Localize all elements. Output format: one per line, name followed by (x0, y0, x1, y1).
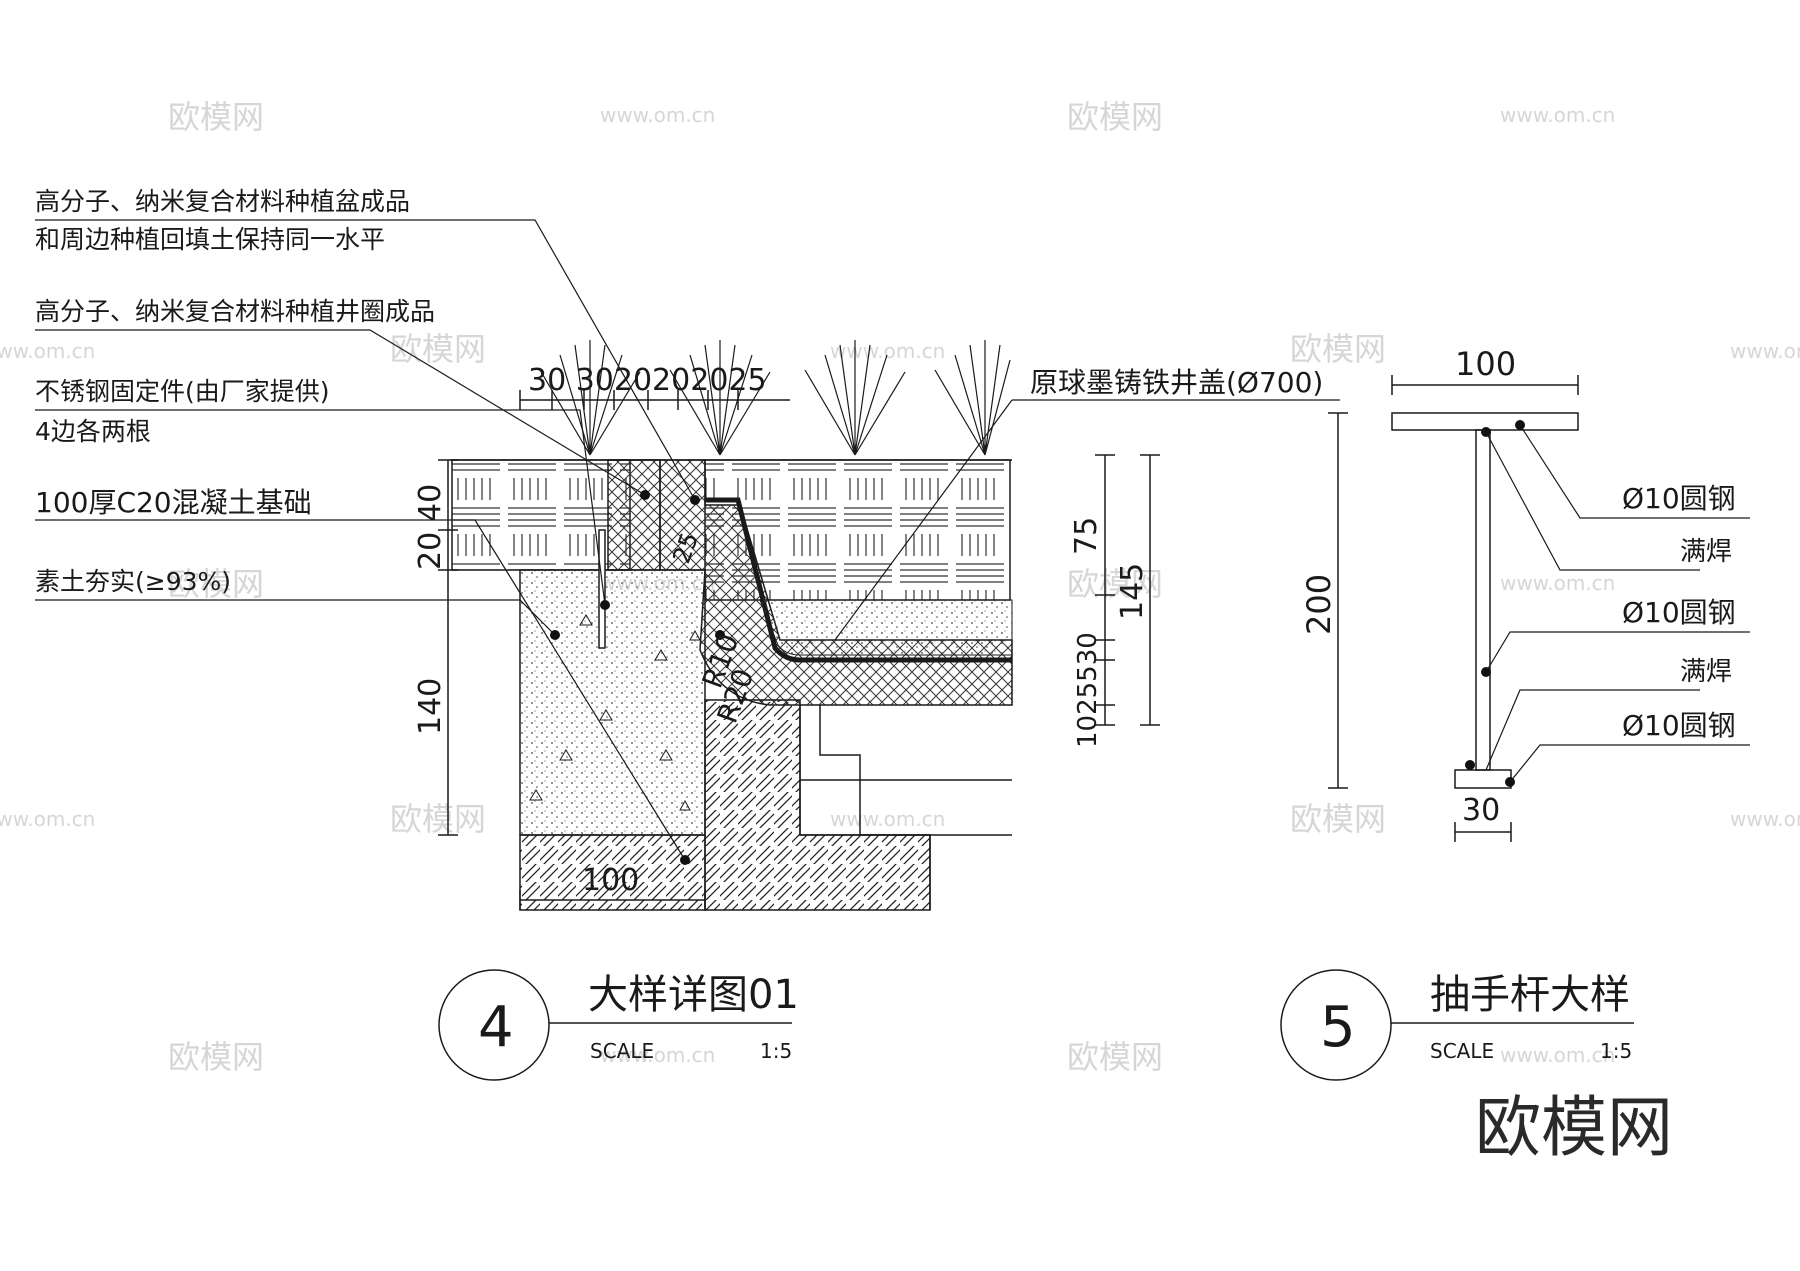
note-compacted-soil: 素土夯实(≥93%) (35, 567, 231, 596)
note-round-steel-3: Ø10圆钢 (1622, 709, 1736, 742)
top-dimension-line (1391, 375, 1579, 395)
watermark-url: www.om.cn (600, 103, 715, 127)
note-round-steel-2: Ø10圆钢 (1622, 596, 1736, 629)
left-dimension-40: 40 (413, 484, 448, 522)
handle-base (1454, 769, 1512, 789)
watermark-brand: 欧模网 (390, 800, 486, 838)
height-dimension-line (1328, 412, 1348, 789)
detail-5-notes: 100 200 30 Ø10圆钢 满焊 Ø10圆钢 满焊 Ø10圆钢 (1300, 345, 1736, 828)
bottom-dimension-line (519, 890, 706, 910)
detail-title: 抽手杆大样 (1430, 972, 1630, 1018)
top-dimension-text: 30 3020202025 (528, 363, 767, 398)
brand-logo: 欧模网 (1475, 1089, 1673, 1166)
detail-number-circle (1280, 969, 1392, 1081)
left-dimension-line (438, 459, 458, 836)
handle-top-dimension: 100 (1455, 345, 1516, 383)
watermark-url: www.om.cn (1500, 1043, 1615, 1067)
compacted-soil (519, 834, 706, 911)
detail-5-title-block (1280, 969, 1634, 1081)
watermark-brand: 欧模网 (168, 1038, 264, 1076)
watermark-brand: 欧模网 (1067, 98, 1163, 136)
right-dimension-145: 145 (1115, 563, 1150, 620)
detail-title: 大样详图01 (588, 972, 799, 1018)
watermark-url: www.om.cn (0, 807, 95, 831)
scale-value: 1:5 (1600, 1039, 1632, 1063)
watermark-url: www.om.cn (1730, 339, 1800, 363)
watermark-url: www.om.cn (1500, 571, 1615, 595)
watermark-brand: 欧模网 (390, 330, 486, 368)
right-dimension-small: 1025530 (1073, 632, 1103, 748)
handle-stem (1475, 429, 1491, 771)
right-dimension-75: 75 (1069, 517, 1104, 555)
watermark-url: www.om.cn (600, 1043, 715, 1067)
leader-lines (35, 219, 1340, 861)
concrete-aggregate (529, 614, 701, 811)
detail-number-circle (438, 969, 550, 1081)
steel-fixing-rod (598, 529, 606, 649)
note-full-weld-2: 满焊 (1680, 657, 1732, 687)
detail-number: 5 (1320, 995, 1356, 1060)
watermark-brand: 欧模网 (168, 565, 264, 603)
handle-leader-dots (1465, 420, 1525, 787)
planter-pot-liner (705, 497, 1012, 663)
scale-label: SCALE (1430, 1039, 1494, 1063)
concrete-foundation (519, 569, 706, 836)
note-two-each-side: 4边各两根 (35, 417, 151, 446)
watermark-url: www.om.cn (1500, 103, 1615, 127)
note-planter-pot: 高分子、纳米复合材料种植盆成品 (35, 187, 410, 216)
manhole-step (819, 705, 1012, 781)
handle-bottom-dimension: 30 (1462, 793, 1500, 828)
watermark-brand: 欧模网 (1067, 1038, 1163, 1076)
watermark-brand: 欧模网 (1290, 800, 1386, 838)
note-manhole-cover: 原球墨铸铁井盖(Ø700) (1030, 366, 1323, 399)
compacted-soil-right (704, 699, 931, 911)
detail-5-handle (1328, 375, 1750, 842)
note-steel-fixing: 不锈钢固定件(由厂家提供) (35, 377, 330, 406)
watermark-brand: 欧模网 (1290, 330, 1386, 368)
note-backfill-level: 和周边种植回填土保持同一水平 (35, 225, 385, 254)
right-total-dimension-line (1140, 454, 1160, 726)
planter-ring-left (607, 459, 661, 571)
bottom-dimension-text: 100 (582, 863, 639, 898)
watermark-url: www.om.cn (830, 339, 945, 363)
watermarks: 欧模网 www.om.cn 欧模网 www.om.cn www.om.cn 欧模… (0, 98, 1800, 1076)
detail-4-section (35, 219, 1340, 911)
leader-dots (550, 490, 725, 865)
note-round-steel-1: Ø10圆钢 (1622, 482, 1736, 515)
note-concrete-base: 100厚C20混凝土基础 (35, 486, 312, 519)
watermark-url: www.om.cn (1730, 807, 1800, 831)
manhole-edge (800, 779, 1012, 836)
left-dimension-20: 20 (413, 532, 448, 570)
watermark-brand: 欧模网 (1067, 565, 1163, 603)
handle-leader-lines (1485, 424, 1750, 783)
watermark-url: www.om.cn (0, 339, 95, 363)
bottom-dimension-line (1454, 822, 1512, 842)
handle-height-dimension: 200 (1300, 574, 1338, 635)
note-full-weld-1: 满焊 (1680, 537, 1732, 567)
watermark-url: www.om.cn (830, 807, 945, 831)
scale-label: SCALE (590, 1039, 654, 1063)
note-planter-ring: 高分子、纳米复合材料种植井圈成品 (35, 297, 435, 326)
detail-number: 4 (478, 995, 514, 1060)
top-dimension-line (519, 390, 790, 410)
detail-4-notes: 高分子、纳米复合材料种植盆成品 和周边种植回填土保持同一水平 高分子、纳米复合材… (35, 187, 1323, 898)
left-dimension-140: 140 (413, 678, 448, 735)
scale-value: 1:5 (760, 1039, 792, 1063)
detail-4-title-block (438, 969, 792, 1081)
watermark-brand: 欧模网 (168, 98, 264, 136)
right-dimension-line (1095, 454, 1115, 726)
planting-soil (759, 599, 1013, 656)
